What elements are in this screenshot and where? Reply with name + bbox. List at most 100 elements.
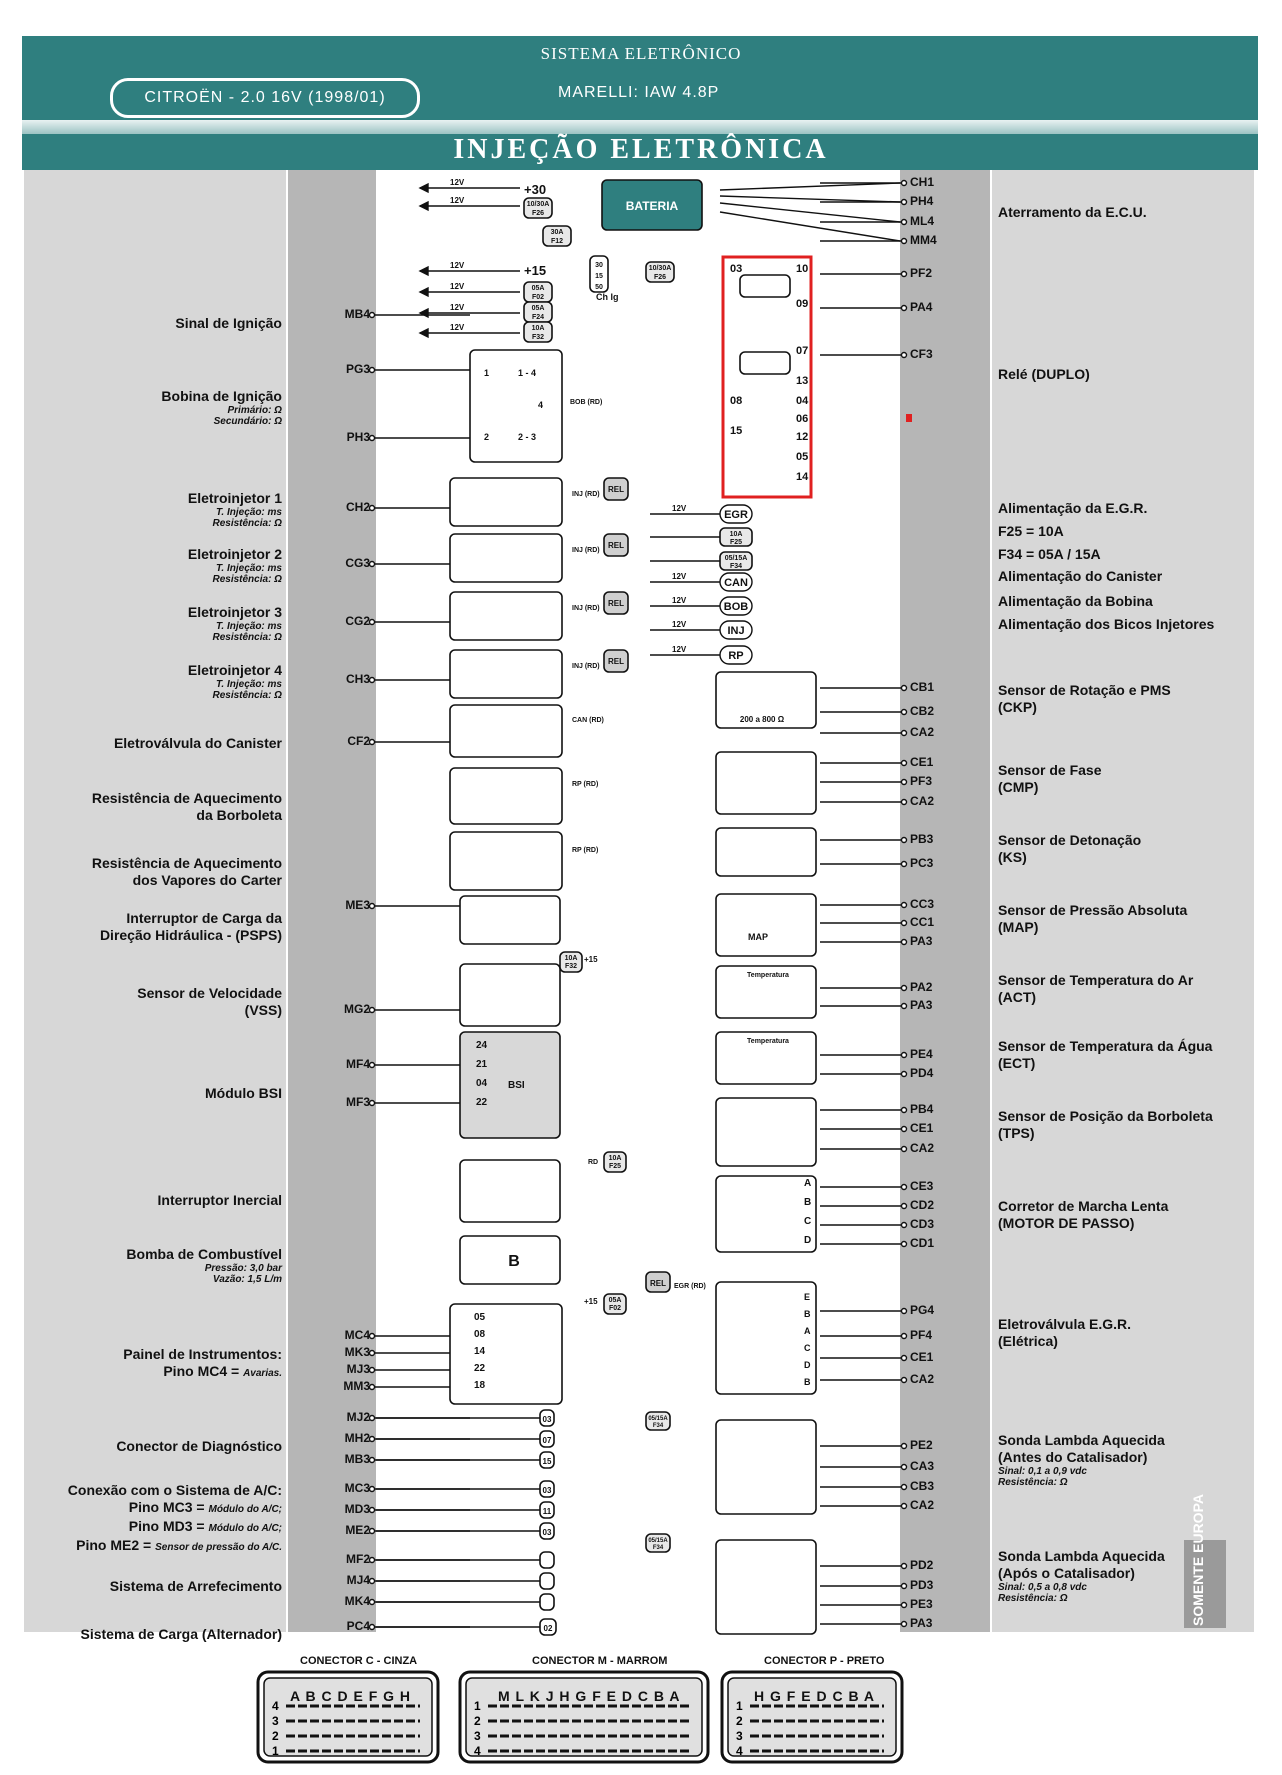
pin-MG2: MG2 bbox=[343, 1002, 370, 1016]
fuse-label: F02 bbox=[609, 1305, 621, 1312]
fuse bbox=[645, 1411, 671, 1431]
v12-label: 12V bbox=[450, 178, 465, 187]
rel-tag bbox=[645, 1271, 671, 1293]
fuse-label: F32 bbox=[565, 963, 577, 970]
pin-MJ3: MJ3 bbox=[346, 1362, 370, 1376]
coil-pin: 4 bbox=[538, 400, 543, 410]
fuse bbox=[645, 1533, 671, 1553]
left-label-12: Interruptor Inercial bbox=[157, 1192, 282, 1208]
stepper-letter: A bbox=[804, 1178, 811, 1189]
temp-label: Temperatura bbox=[747, 972, 789, 979]
pin-PA2: PA2 bbox=[910, 980, 933, 994]
right-label-18: Sonda Lambda Aquecida(Após o Catalisador… bbox=[998, 1548, 1165, 1604]
feed-fuse bbox=[719, 527, 753, 547]
diag-num: 07 bbox=[543, 1436, 552, 1445]
inj-rd: INJ (RD) bbox=[572, 605, 600, 612]
ect-sensor bbox=[715, 1031, 817, 1085]
rel-label: REL bbox=[608, 599, 624, 608]
wires bbox=[368, 179, 908, 1631]
diag-pin-box bbox=[539, 1522, 555, 1540]
pin-CA2: CA2 bbox=[910, 1498, 935, 1512]
header-stripe bbox=[22, 120, 1258, 134]
fuse-label: F32 bbox=[532, 334, 544, 341]
pin-CC1: CC1 bbox=[910, 915, 935, 929]
fuse bbox=[603, 1151, 627, 1173]
rel-label: REL bbox=[608, 485, 624, 494]
coil-pin: 2 - 3 bbox=[518, 432, 536, 442]
pin-PD2: PD2 bbox=[910, 1558, 934, 1572]
pin-PF3: PF3 bbox=[910, 774, 933, 788]
pin-PE2: PE2 bbox=[910, 1438, 933, 1452]
pin-MF4: MF4 bbox=[346, 1057, 370, 1071]
diag-num: 11 bbox=[543, 1507, 552, 1516]
wire bbox=[719, 202, 901, 223]
pin-PE3: PE3 bbox=[910, 1597, 933, 1611]
battery bbox=[601, 179, 703, 231]
feed-inj bbox=[719, 620, 753, 640]
svg-text:2: 2 bbox=[474, 1714, 481, 1728]
fuse-label: F26 bbox=[654, 274, 666, 281]
fuse-label: F34 bbox=[653, 1545, 664, 1551]
v12-label: 12V bbox=[450, 196, 465, 205]
pin-CF2: CF2 bbox=[347, 734, 370, 748]
relay-pin: 09 bbox=[796, 298, 808, 310]
fuse-label: F12 bbox=[551, 238, 563, 245]
pin-PB3: PB3 bbox=[910, 832, 934, 846]
pin-MD3: MD3 bbox=[344, 1502, 370, 1516]
right-label-7: Alimentação dos Bicos Injetores bbox=[998, 616, 1215, 632]
pin-MH2: MH2 bbox=[344, 1431, 370, 1445]
right-label-0: Aterramento da E.C.U. bbox=[998, 204, 1147, 220]
act-sensor bbox=[715, 965, 817, 1019]
pin-ME3: ME3 bbox=[345, 898, 370, 912]
v12-label: 12V bbox=[672, 596, 687, 605]
bsi-pin: 04 bbox=[476, 1078, 488, 1089]
ign-terminal: 30 bbox=[595, 262, 603, 269]
coil-pin: 1 bbox=[484, 368, 489, 378]
egr-letter: A bbox=[804, 1326, 811, 1336]
svg-text:3: 3 bbox=[736, 1729, 743, 1743]
feed-label: BOB bbox=[724, 601, 749, 613]
svg-text:1: 1 bbox=[272, 1744, 279, 1758]
plus15: +15 bbox=[584, 955, 598, 964]
right-label-12: Sensor de Temperatura do Ar(ACT) bbox=[998, 972, 1194, 1005]
fuse-label: 30A bbox=[551, 229, 564, 236]
pin-CE1: CE1 bbox=[910, 755, 934, 769]
connector-letters-0: A B C D E F G H bbox=[290, 1688, 412, 1704]
diag-pin-box bbox=[539, 1501, 555, 1519]
rp-rd: RP (RD) bbox=[572, 781, 598, 788]
feed-can bbox=[719, 572, 753, 592]
right-label-1: Relé (DUPLO) bbox=[998, 366, 1090, 382]
pin-PA3: PA3 bbox=[910, 934, 933, 948]
fuse-label: 10A bbox=[730, 531, 743, 538]
svg-text:3: 3 bbox=[272, 1714, 279, 1728]
panel-pin: 18 bbox=[474, 1380, 486, 1391]
lambda-upstream bbox=[715, 1419, 817, 1515]
left-label-10: Sensor de Velocidade(VSS) bbox=[137, 985, 282, 1018]
pin-CD2: CD2 bbox=[910, 1198, 935, 1212]
right-label-8: Sensor de Rotação e PMS(CKP) bbox=[998, 682, 1171, 715]
wire bbox=[719, 195, 901, 203]
fuse bbox=[523, 321, 553, 343]
fuse-label: F25 bbox=[609, 1163, 621, 1170]
fuse-label: F26 bbox=[532, 210, 544, 217]
pin-CB2: CB2 bbox=[910, 704, 935, 718]
pin-PE4: PE4 bbox=[910, 1047, 933, 1061]
fuse bbox=[645, 261, 675, 283]
inertia-switch bbox=[459, 1159, 561, 1223]
injector-4 bbox=[449, 649, 563, 699]
pin-PA4: PA4 bbox=[910, 300, 933, 314]
pin-CE3: CE3 bbox=[910, 1179, 934, 1193]
relay-pin: 04 bbox=[796, 395, 809, 407]
relay-pin: 10 bbox=[796, 263, 808, 275]
can-rd: CAN (RD) bbox=[572, 717, 604, 724]
relay-pin: 12 bbox=[796, 431, 808, 443]
left-label-6: Eletroválvula do Canister bbox=[113, 735, 282, 751]
rel-label: REL bbox=[608, 541, 624, 550]
pin-MJ2: MJ2 bbox=[346, 1410, 370, 1424]
